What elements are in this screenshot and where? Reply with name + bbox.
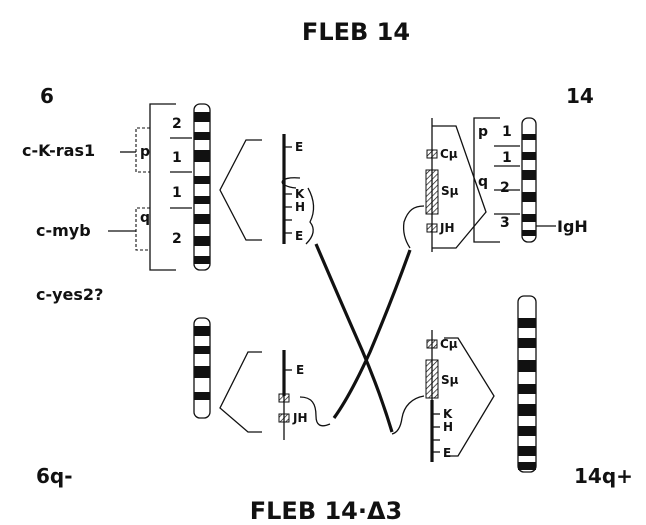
chr6q-minus-gene-map xyxy=(278,350,331,440)
gene-igh: IgH xyxy=(557,217,588,236)
chr14q-plus-seg-C-mu: Cμ xyxy=(440,337,458,351)
chr14-band-p1: 1 xyxy=(502,124,512,140)
chr14-label: 14 xyxy=(566,84,594,108)
chr6q-minus-seg-E: E xyxy=(296,363,304,377)
chr14-band-brackets xyxy=(473,117,556,243)
chr14q-plus-seg-S-mu: Sμ xyxy=(441,373,459,387)
title-top: FLEB 14 xyxy=(302,18,410,46)
chr6-seg-H: H xyxy=(295,200,305,214)
chr6-seg-K: K xyxy=(295,187,305,201)
chr6q-minus-label: 6q- xyxy=(36,464,73,488)
chr14-seg-C-mu: Cμ xyxy=(440,147,458,161)
chr6q-minus-zoom-lines xyxy=(219,351,262,433)
chr14-arm-p: p xyxy=(478,124,488,140)
chr14q-plus-label: 14q+ xyxy=(574,464,633,488)
chr14-zoom-lines xyxy=(432,125,487,249)
chr14q-plus-zoom-lines xyxy=(444,337,495,457)
chr6-gene-map xyxy=(281,134,315,245)
chr6-band-q1: 1 xyxy=(172,185,182,201)
chr14q-plus-ideogram xyxy=(517,295,537,473)
chr6-band-brackets xyxy=(135,103,192,271)
chr6-zoom-lines xyxy=(219,139,262,241)
exchange-lines xyxy=(314,243,412,433)
chr14-arm-q: q xyxy=(478,174,488,190)
chr14q-plus-gene-map xyxy=(391,330,440,462)
chr6q-minus-ideogram xyxy=(193,317,211,419)
chr14q-plus-seg-H: H xyxy=(443,420,453,434)
title-bottom: FLEB 14·Δ3 xyxy=(250,497,403,525)
chr6-band-q2: 2 xyxy=(172,231,182,247)
chr6-ideogram xyxy=(193,103,211,271)
chr6-seg-E-top: E xyxy=(295,140,303,154)
chr14-band-q2: 2 xyxy=(500,180,510,196)
chr6-arm-q: q xyxy=(140,210,150,226)
chr14q-plus-seg-K: K xyxy=(443,407,453,421)
chr14-seg-S-mu: Sμ xyxy=(441,184,459,198)
chr6-band-p2: 2 xyxy=(172,116,182,132)
chr6-label: 6 xyxy=(40,84,54,108)
chr6-band-p1: 1 xyxy=(172,150,182,166)
chr14-band-q3: 3 xyxy=(500,215,510,231)
chr14-ideogram xyxy=(521,117,537,243)
chr6-seg-E-bottom: E xyxy=(295,229,303,243)
gene-c-yes2: c-yes2? xyxy=(36,285,103,304)
chr14q-plus-seg-E: E xyxy=(443,446,451,460)
gene-c-myb: c-myb xyxy=(36,221,91,240)
chr14-gene-map xyxy=(402,118,439,252)
chr14-seg-J-H: JH xyxy=(439,221,455,235)
chr6q-minus-seg-J-H: JH xyxy=(292,411,308,425)
gene-c-k-ras1: c-K-ras1 xyxy=(22,141,95,160)
chr14-band-q1: 1 xyxy=(502,150,512,166)
chr6-arm-p: p xyxy=(140,144,150,160)
